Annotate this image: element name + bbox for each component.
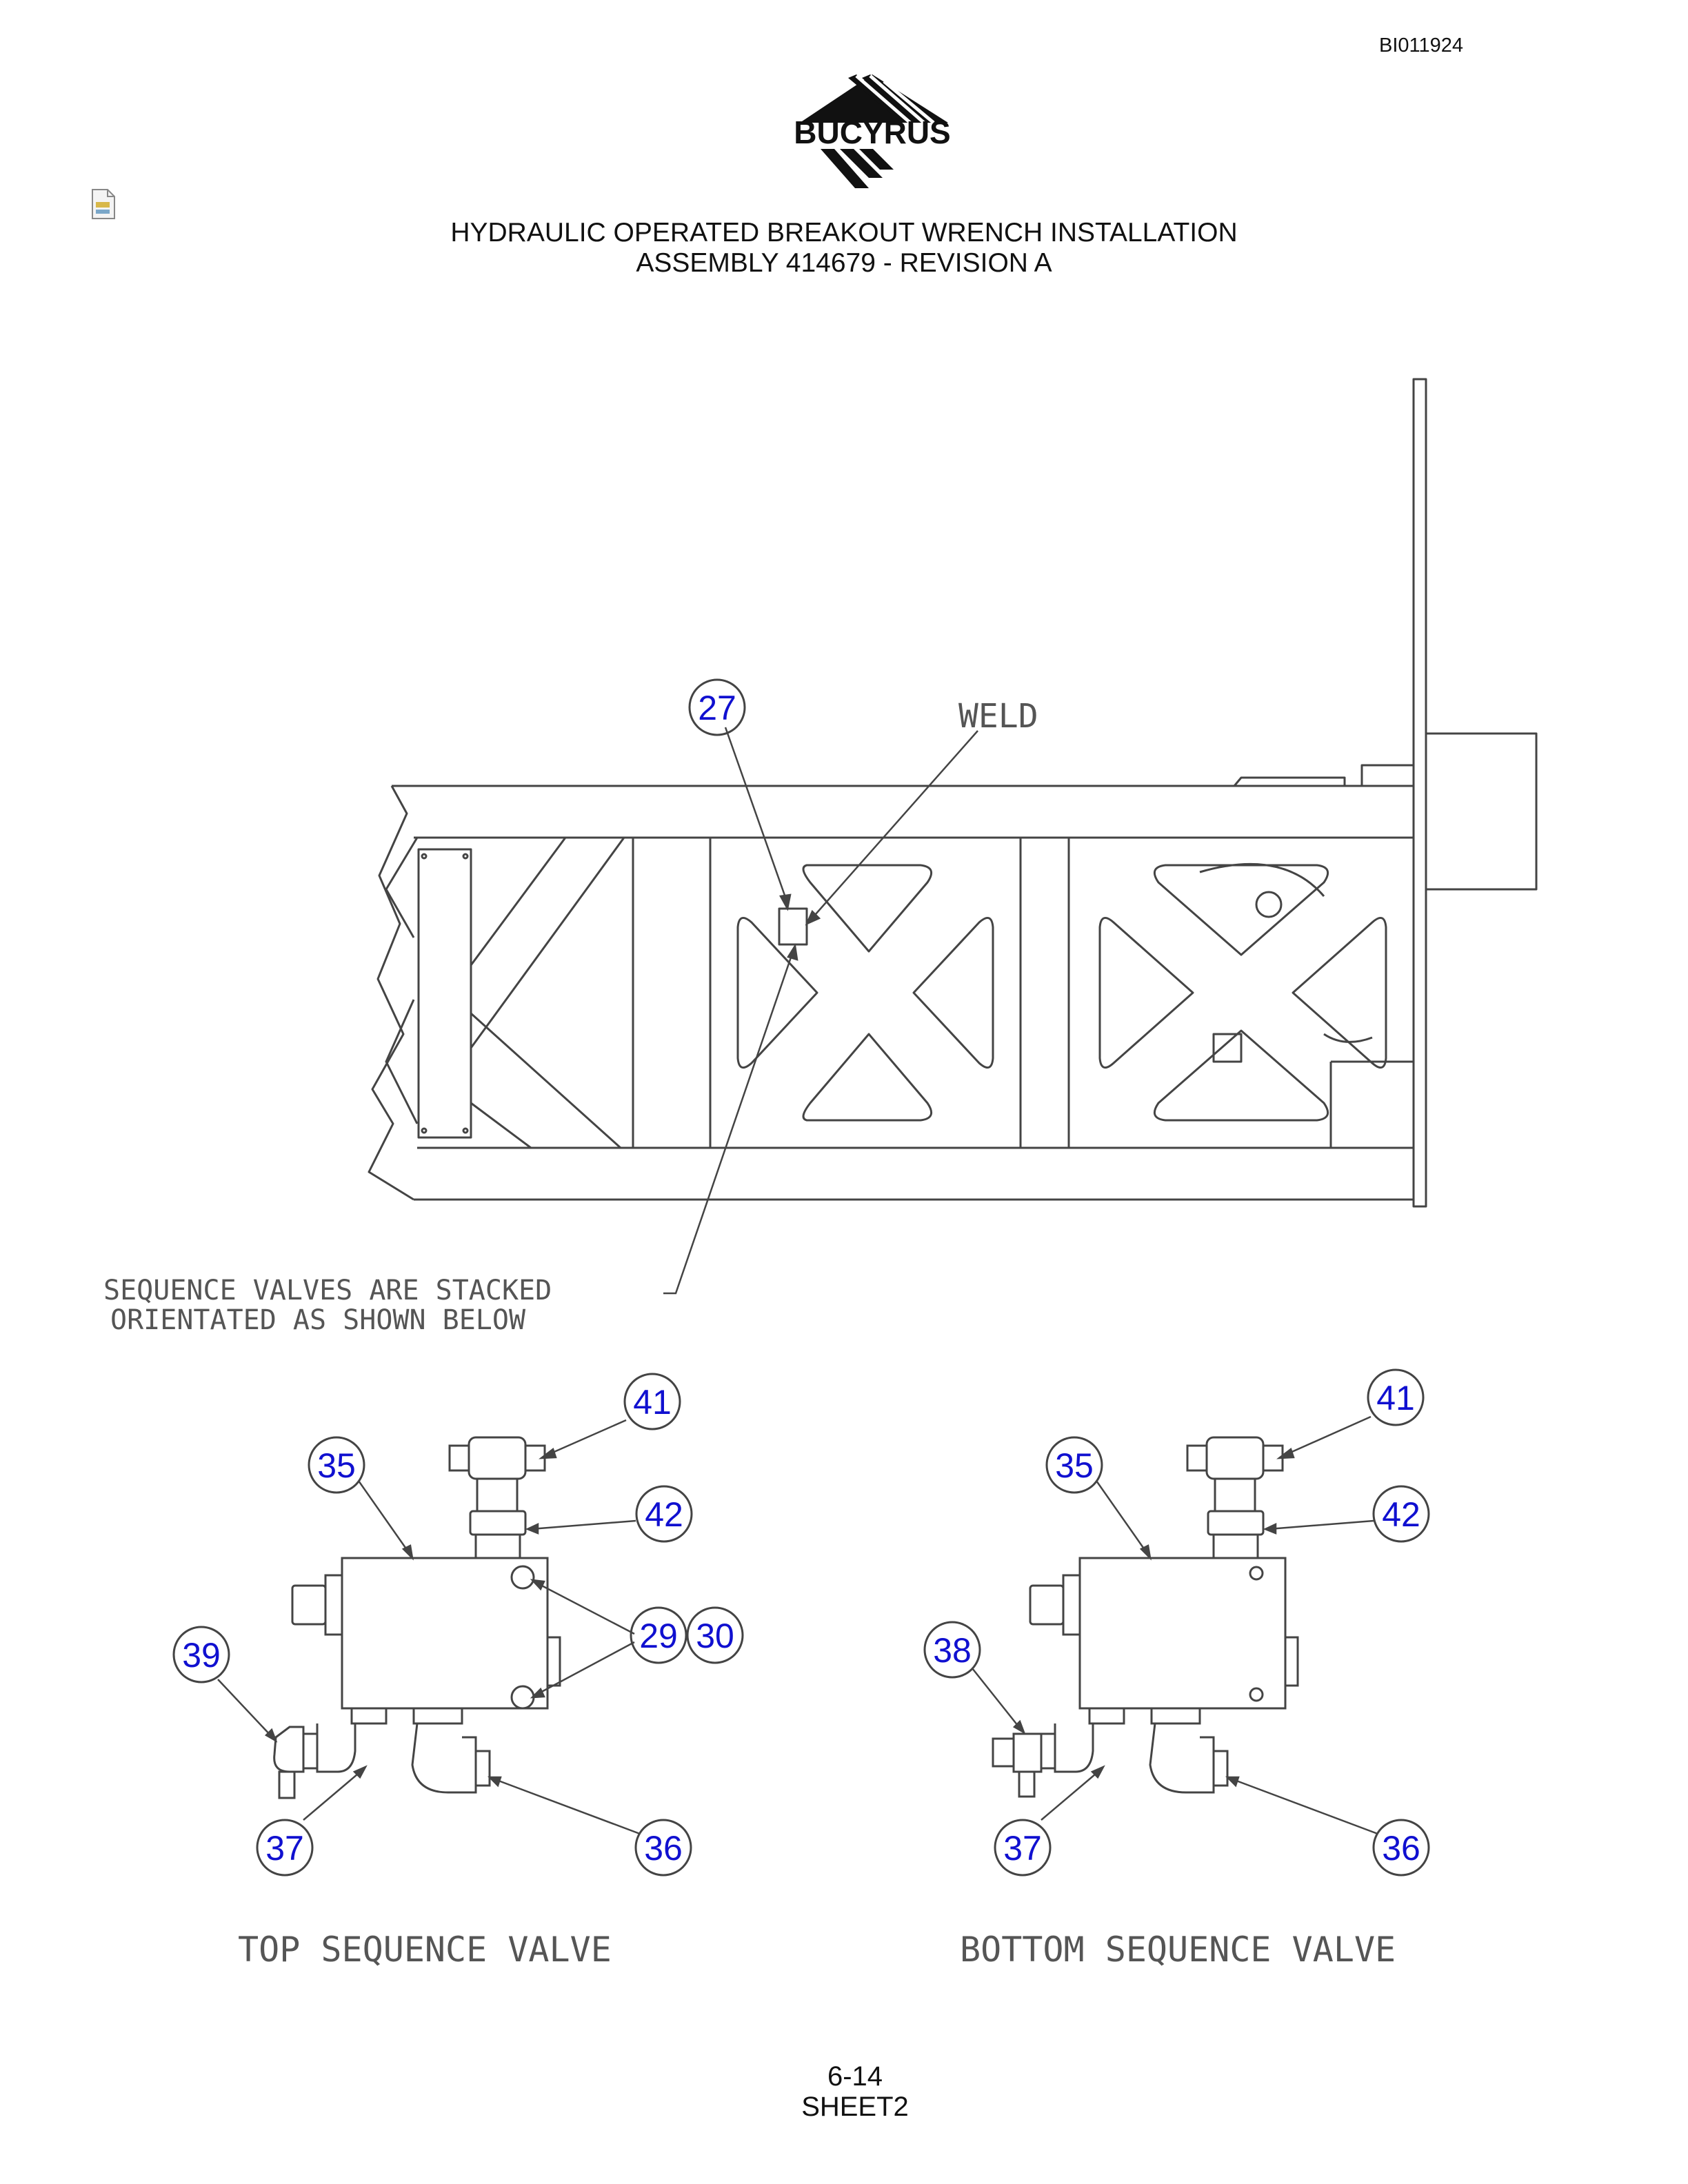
balloon-bottom-42: 42 (1382, 1495, 1420, 1534)
diagonal-bracing (470, 837, 625, 1149)
page-number: 6-14 (827, 2061, 883, 2092)
access-cover (417, 848, 472, 1139)
balloon-top-35: 35 (317, 1446, 356, 1485)
top-bracket (1233, 776, 1346, 787)
beam-chords (392, 785, 1414, 1201)
document-id: BI011924 (1379, 34, 1464, 57)
break-line (368, 785, 414, 1201)
sheet-label: SHEET2 (801, 2092, 909, 2122)
balloon-bottom-36: 36 (1382, 1829, 1420, 1868)
bottom-view-label: BOTTOM SEQUENCE VALVE (960, 1930, 1396, 1970)
balloon-top-30: 30 (696, 1617, 734, 1655)
bucyrus-logo: BUCYRUS (794, 74, 951, 188)
top-view-label: TOP SEQUENCE VALVE (238, 1930, 612, 1970)
document-icon[interactable] (90, 188, 117, 220)
balloon-top-41: 41 (633, 1383, 672, 1422)
title-line-1: HYDRAULIC OPERATED BREAKOUT WRENCH INSTA… (450, 218, 1238, 247)
balloon-top-39: 39 (182, 1636, 221, 1675)
top-sequence-valve (273, 1436, 561, 1799)
note-line-1: SEQUENCE VALVES ARE STACKED (103, 1275, 552, 1306)
cutout (802, 864, 933, 953)
weld-label: WELD (958, 697, 1038, 736)
mounting-block (1425, 732, 1538, 891)
balloon-bottom-35: 35 (1055, 1446, 1094, 1485)
balloon-27 (688, 678, 746, 736)
balloon-bottom-37: 37 (1003, 1829, 1042, 1868)
balloon-bottom-41: 41 (1376, 1379, 1415, 1417)
balloon-bottom-38: 38 (933, 1631, 972, 1670)
balloon-top-42: 42 (645, 1495, 683, 1534)
balloon-top-37: 37 (265, 1829, 304, 1868)
balloon-27-label: 27 (698, 689, 736, 727)
mounting-plate (1412, 378, 1427, 1208)
svg-text:BUCYRUS: BUCYRUS (794, 114, 950, 150)
title-line-2: ASSEMBLY 414679 - REVISION A (636, 248, 1052, 278)
sequence-valve-mount (778, 907, 808, 946)
note-line-2: ORIENTATED AS SHOWN BELOW (110, 1304, 526, 1336)
bottom-sequence-valve (992, 1436, 1299, 1798)
balloon-top-36: 36 (644, 1829, 683, 1868)
balloon-top-29: 29 (639, 1617, 678, 1655)
